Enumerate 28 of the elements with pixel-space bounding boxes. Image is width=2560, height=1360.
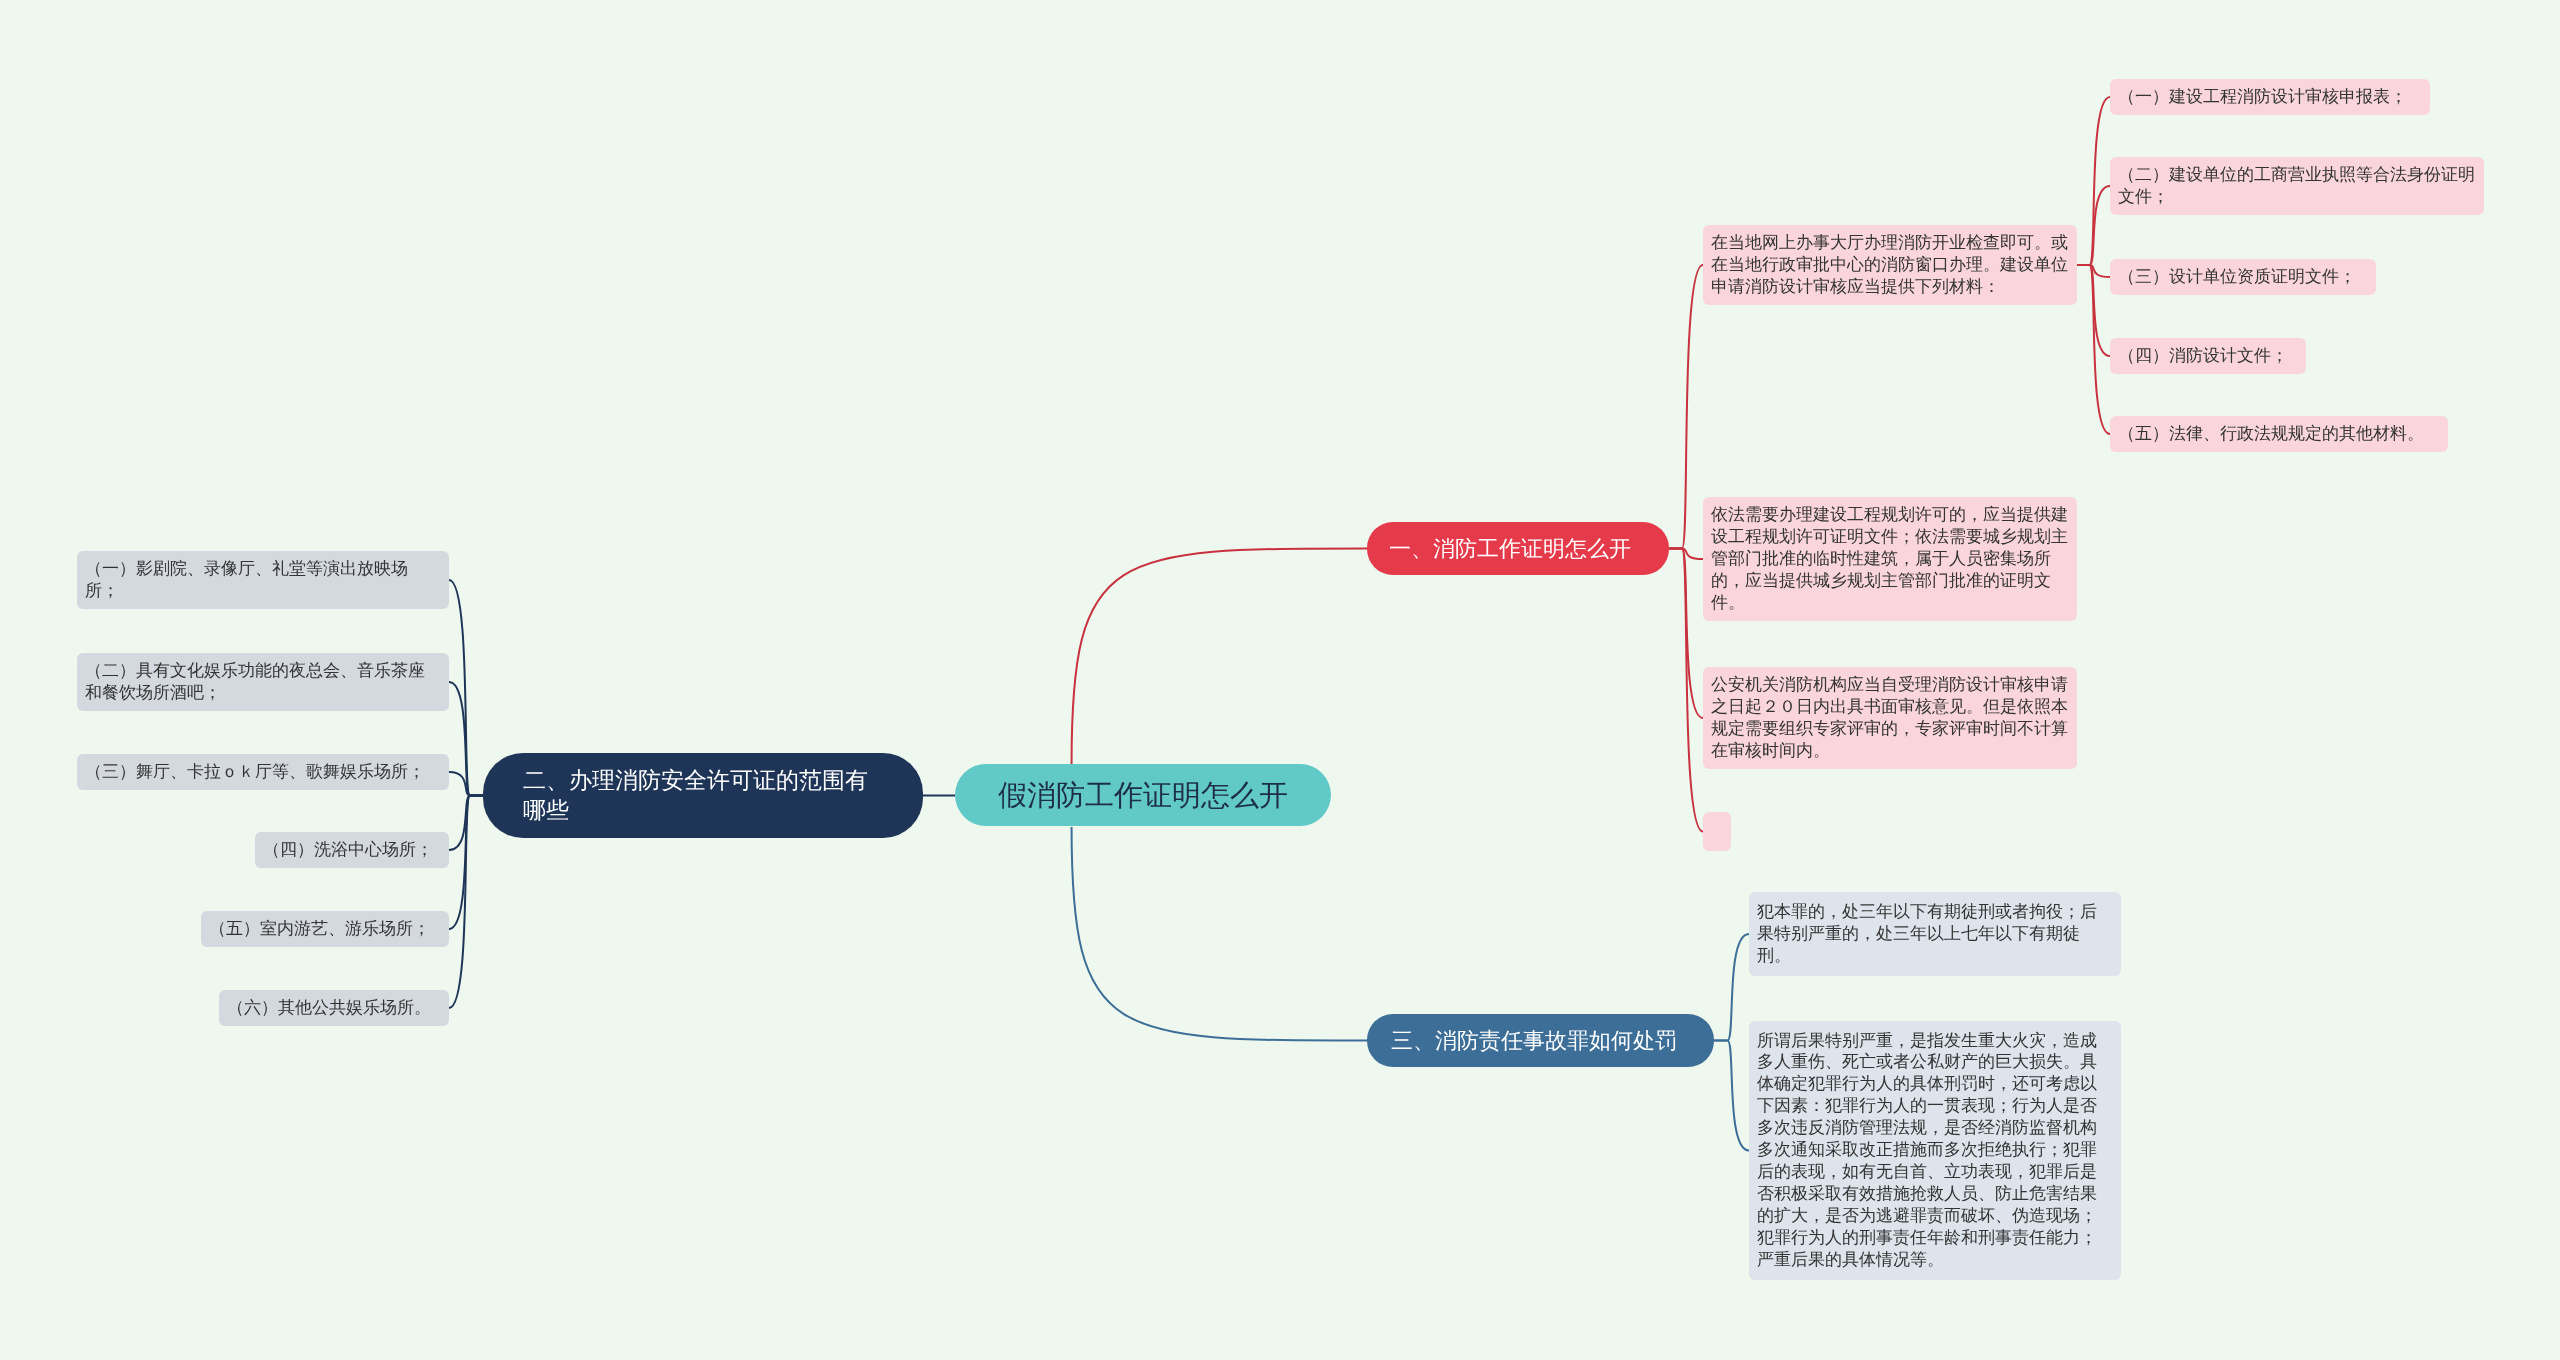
topic-box: （二）建设单位的工商营业执照等合法身份证明文件； [2110,157,2484,215]
branch-topic: 二、办理消防安全许可证的范围有哪些 [483,752,923,838]
topic-box: （五）室内游艺、游乐场所； [201,911,449,947]
topic-box: （六）其他公共娱乐场所。 [219,990,449,1026]
central-topic: 假消防工作证明怎么开 [955,763,1331,827]
topic-box: 公安机关消防机构应当自受理消防设计审核申请之日起２０日内出具书面审核意见。但是依照本规定需要组织专家评审的，专家评审时间不计算在审核时间内。 [1703,667,2077,769]
branch-topic: 三、消防责任事故罪如何处罚 [1367,1013,1714,1067]
connector-line [1713,1039,1750,1152]
connector-line [922,794,956,797]
branch-topic: 一、消防工作证明怎么开 [1367,521,1669,575]
topic-box: 犯本罪的，处三年以下有期徒刑或者拘役；后果特别严重的，处三年以上七年以下有期徒刑。 [1749,892,2121,976]
empty-topic-box [1703,811,1731,851]
topic-box: （一）建设工程消防设计审核申报表； [2110,79,2430,115]
topic-box: 在当地网上办事大厅办理消防开业检查即可。或在当地行政审批中心的消防窗口办理。建设单位申请消防设计审核应当提供下列材料： [1703,225,2077,305]
topic-box: （三）舞厅、卡拉ｏｋ厅等、歌舞娱乐场所； [77,754,449,790]
connector-line [1070,826,1368,1042]
topic-box: （三）设计单位资质证明文件； [2110,259,2376,295]
topic-box: （四）消防设计文件； [2110,338,2306,374]
connector-line [1668,547,1704,833]
topic-box: 依法需要办理建设工程规划许可的，应当提供建设工程规划许可证明文件；依法需要城乡规划主管部门批准的临时性建筑，属于人员密集场所的，应当提供城乡规划主管部门批准的证明文件。 [1703,497,2077,621]
topic-box: 所谓后果特别严重，是指发生重大火灾，造成多人重伤、死亡或者公私财产的巨大损失。具体确定犯罪行为人的具体刑罚时，还可考虑以下因素：犯罪行为人的一贯表现；行为人是否多次违反消防管理法规，是否经消防监督机构多次通知采取改正措施而多次拒绝执行；犯罪后的表现，如有无自首、立功表现，犯罪后是否积极采取有效措施抢救人员、防止危害结果的扩大，是否为逃避罪责而破坏、伪造现场；犯罪行为人的刑事责任年龄和刑事责任能力；严重后果的具体情况等。 [1749,1020,2121,1280]
connector-line [2076,264,2111,435]
topic-box: （五）法律、行政法规规定的其他材料。 [2110,416,2448,452]
topic-box: （二）具有文化娱乐功能的夜总会、音乐茶座和餐饮场所酒吧； [77,653,449,711]
topic-box: （一）影剧院、录像厅、礼堂等演出放映场所； [77,551,449,609]
topic-box: （四）洗浴中心场所； [255,832,449,868]
connector-line [448,794,484,1009]
connector-line [1070,547,1368,765]
